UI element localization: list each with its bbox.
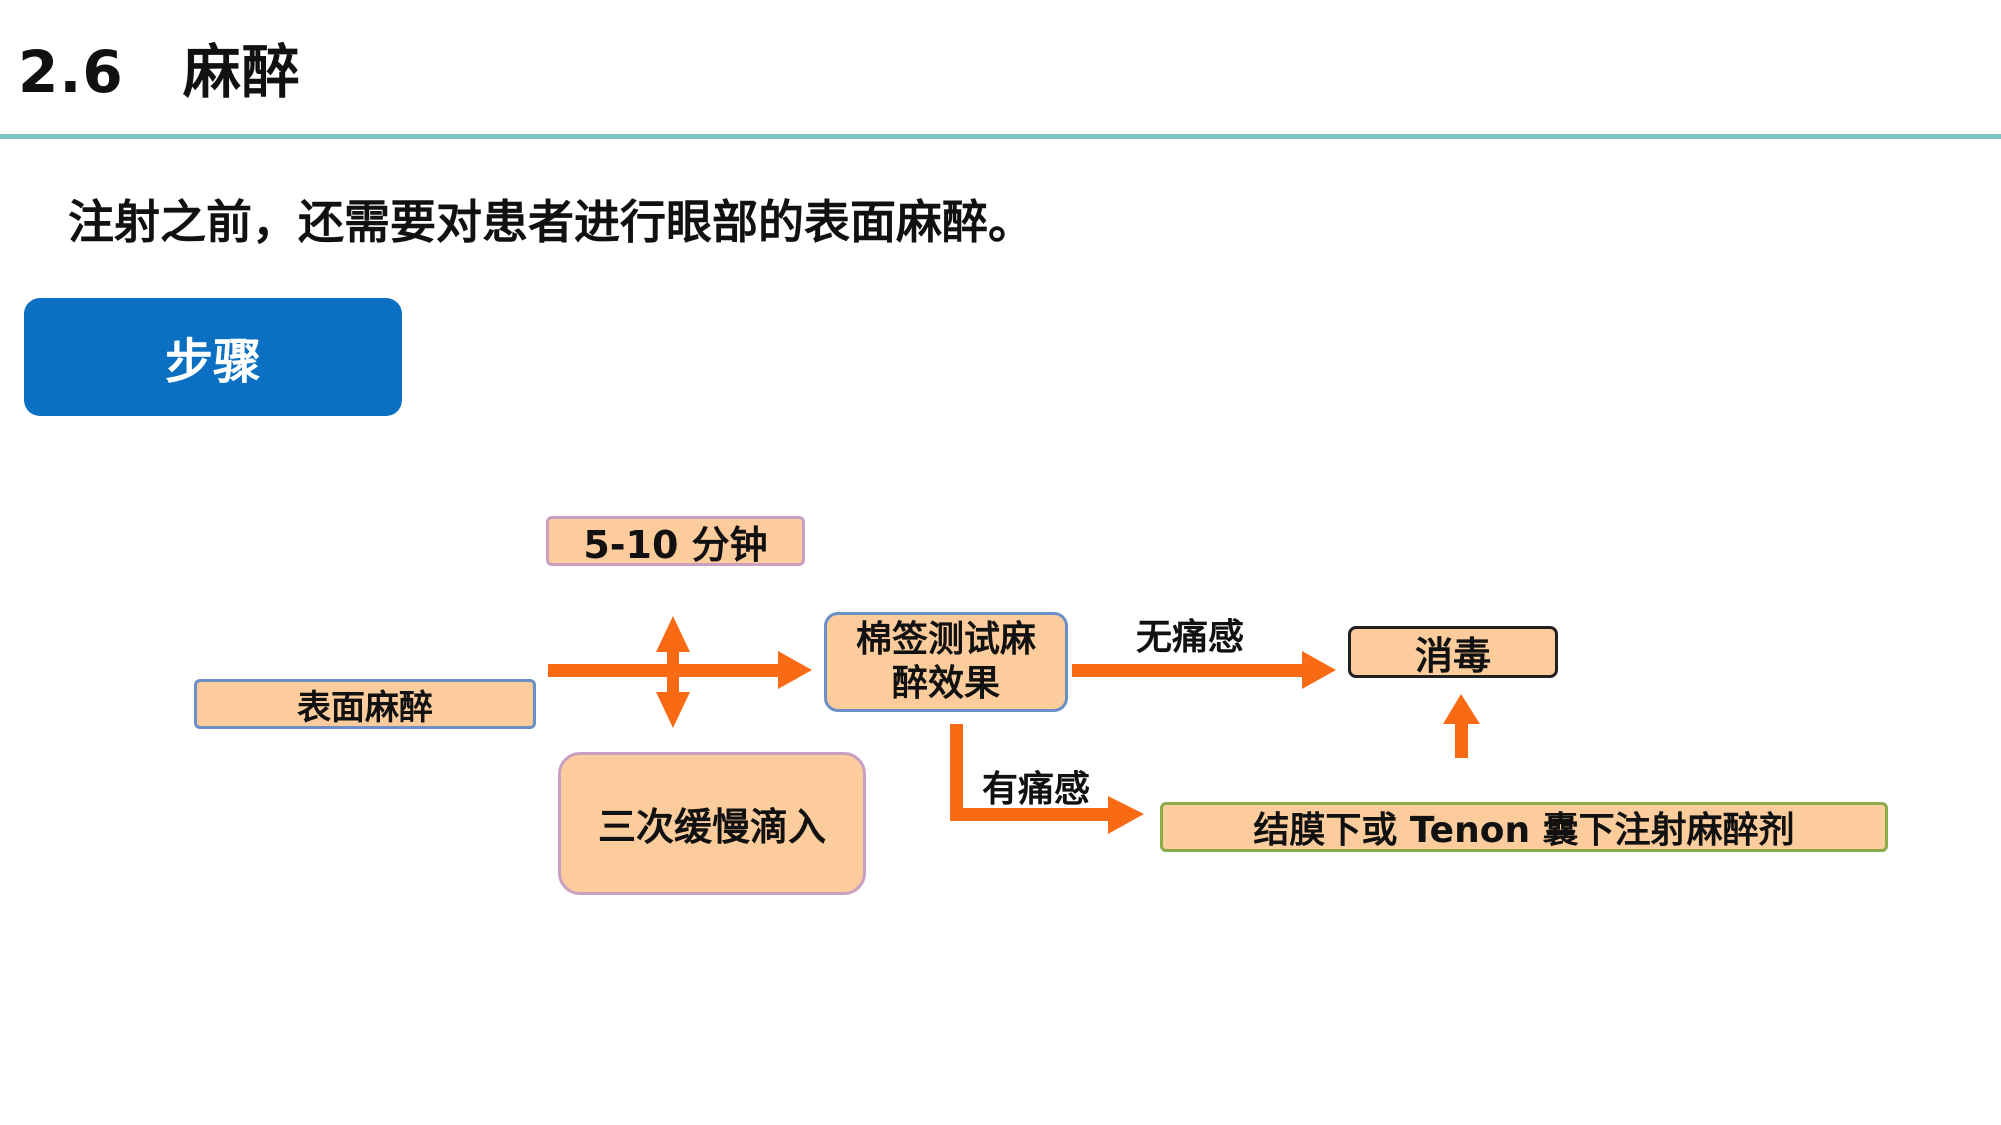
node-wait-time: 5-10 分钟 — [546, 516, 805, 567]
arrow-up-to-wait-time — [656, 616, 690, 668]
arrow-pain-to-injection — [950, 724, 1144, 834]
arrow-injection-up-to-disinfection — [1443, 694, 1480, 758]
arrow-down-to-triple-drip — [656, 676, 690, 728]
intro-text: 注射之前，还需要对患者进行眼部的表面麻醉。 — [68, 195, 1034, 249]
node-subconjunctival-injection: 结膜下或 Tenon 囊下注射麻醉剂 — [1160, 802, 1888, 852]
node-disinfection: 消毒 — [1348, 626, 1558, 678]
arrow-to-cotton-test — [548, 651, 812, 689]
node-cotton-test: 棉签测试麻醉效果 — [824, 612, 1068, 712]
title-divider — [0, 134, 2001, 139]
edge-label-has-pain: 有痛感 — [982, 769, 1091, 810]
node-triple-drip: 三次缓慢滴入 — [558, 752, 866, 895]
page-title: 2.6 麻醉 — [18, 38, 301, 106]
arrow-no-pain-to-disinfection — [1072, 651, 1336, 689]
node-surface-anesthesia: 表面麻醉 — [194, 679, 536, 729]
steps-badge: 步骤 — [24, 298, 402, 416]
edge-label-no-pain: 无痛感 — [1136, 617, 1245, 658]
